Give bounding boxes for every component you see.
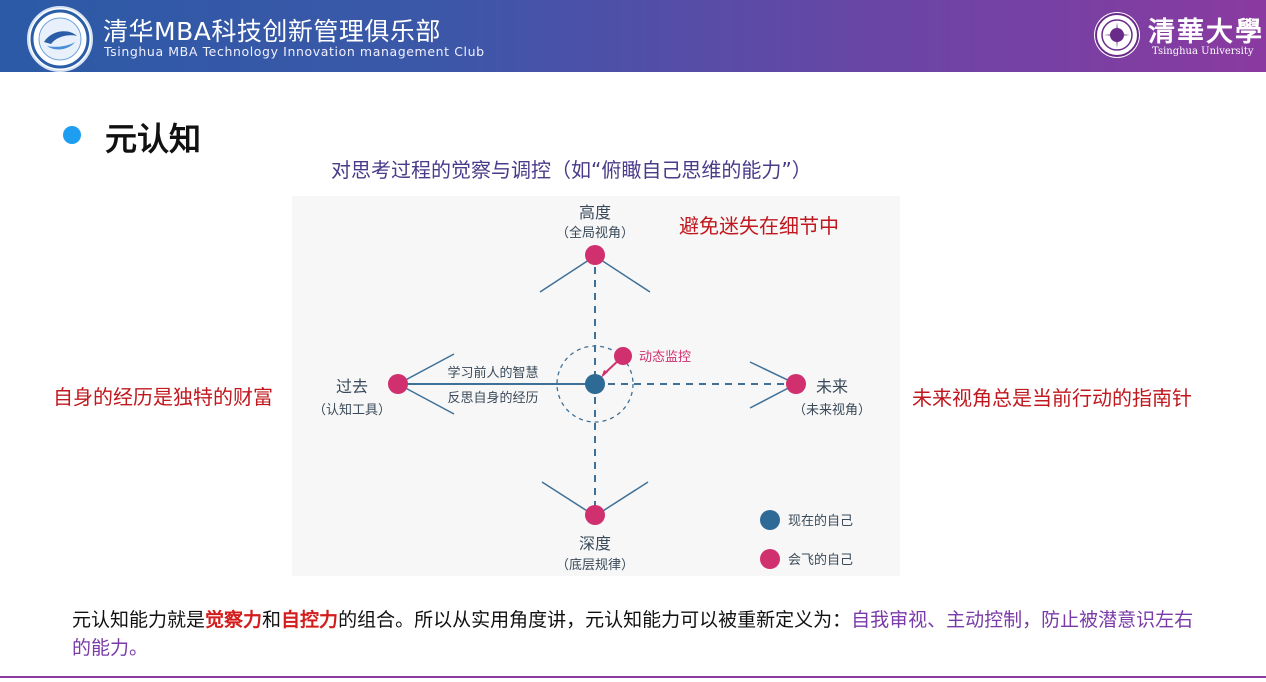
present-self-node [585, 374, 605, 394]
club-name-en: Tsinghua MBA Technology Innovation manag… [104, 44, 485, 59]
section-subtitle: 对思考过程的觉察与调控（如“俯瞰自己思维的能力”） [331, 158, 812, 182]
legend-flying-label: 会飞的自己 [788, 552, 853, 568]
monitor-label: 动态监控 [639, 350, 691, 365]
height-sublabel: （全局视角） [556, 225, 634, 241]
past-label: 过去 [336, 377, 368, 396]
summary-highlight-definition: 自我审视、主动控制，防止被潜意识左右的能力。 [72, 609, 1194, 659]
depth-label: 深度 [579, 534, 611, 553]
monitor-ring [556, 345, 634, 423]
legend-present-label: 现在的自己 [788, 513, 853, 529]
club-name: 清华MBA科技创新管理俱乐部 [103, 17, 441, 46]
annotation-top: 避免迷失在细节中 [679, 214, 839, 238]
summary-highlight-selfcontrol: 自控力 [281, 609, 339, 631]
bullet-dot [63, 126, 81, 144]
edge-text-reflect: 反思自身的经历 [447, 390, 538, 406]
university-name-en: Tsinghua University [1152, 46, 1254, 57]
annotation-left: 自身的经历是独特的财富 [53, 385, 273, 409]
bottom-divider [0, 676, 1266, 678]
edge-text-learn: 学习前人的智慧 [447, 365, 538, 381]
depth-node [585, 505, 605, 525]
summary-text-2: 和 [262, 609, 282, 631]
annotation-right: 未来视角总是当前行动的指南针 [912, 386, 1192, 410]
summary-text-3: 的组合。所以从实用角度讲，元认知能力可以被重新定义为： [338, 609, 852, 631]
monitor-node [614, 347, 632, 365]
summary-highlight-awareness: 觉察力 [205, 609, 263, 631]
metacognition-diagram: 动态监控 高度 （全局视角） 深度 （底层规律） 过去 （认知工具） 未来 （未… [292, 196, 900, 576]
summary-paragraph: 元认知能力就是觉察力和自控力的组合。所以从实用角度讲，元认知能力可以被重新定义为… [72, 606, 1212, 662]
section-title: 元认知 [105, 120, 202, 158]
future-label: 未来 [816, 377, 848, 396]
monitor-arrowhead [601, 370, 608, 378]
legend-flying-swatch [760, 549, 780, 569]
legend-present-swatch [760, 510, 780, 530]
past-node [388, 374, 408, 394]
height-node [585, 245, 605, 265]
depth-sublabel: （底层规律） [556, 557, 634, 573]
future-sublabel: （未来视角） [793, 403, 871, 418]
club-logo [27, 6, 93, 72]
title-banner: 清华MBA科技创新管理俱乐部 Tsinghua MBA Technology I… [0, 0, 1266, 72]
summary-text-1: 元认知能力就是 [72, 609, 206, 631]
height-label: 高度 [579, 203, 611, 222]
future-node [786, 374, 806, 394]
university-name: 清華大學 [1148, 17, 1264, 48]
past-sublabel: （认知工具） [313, 402, 391, 418]
university-seal [1094, 12, 1140, 58]
